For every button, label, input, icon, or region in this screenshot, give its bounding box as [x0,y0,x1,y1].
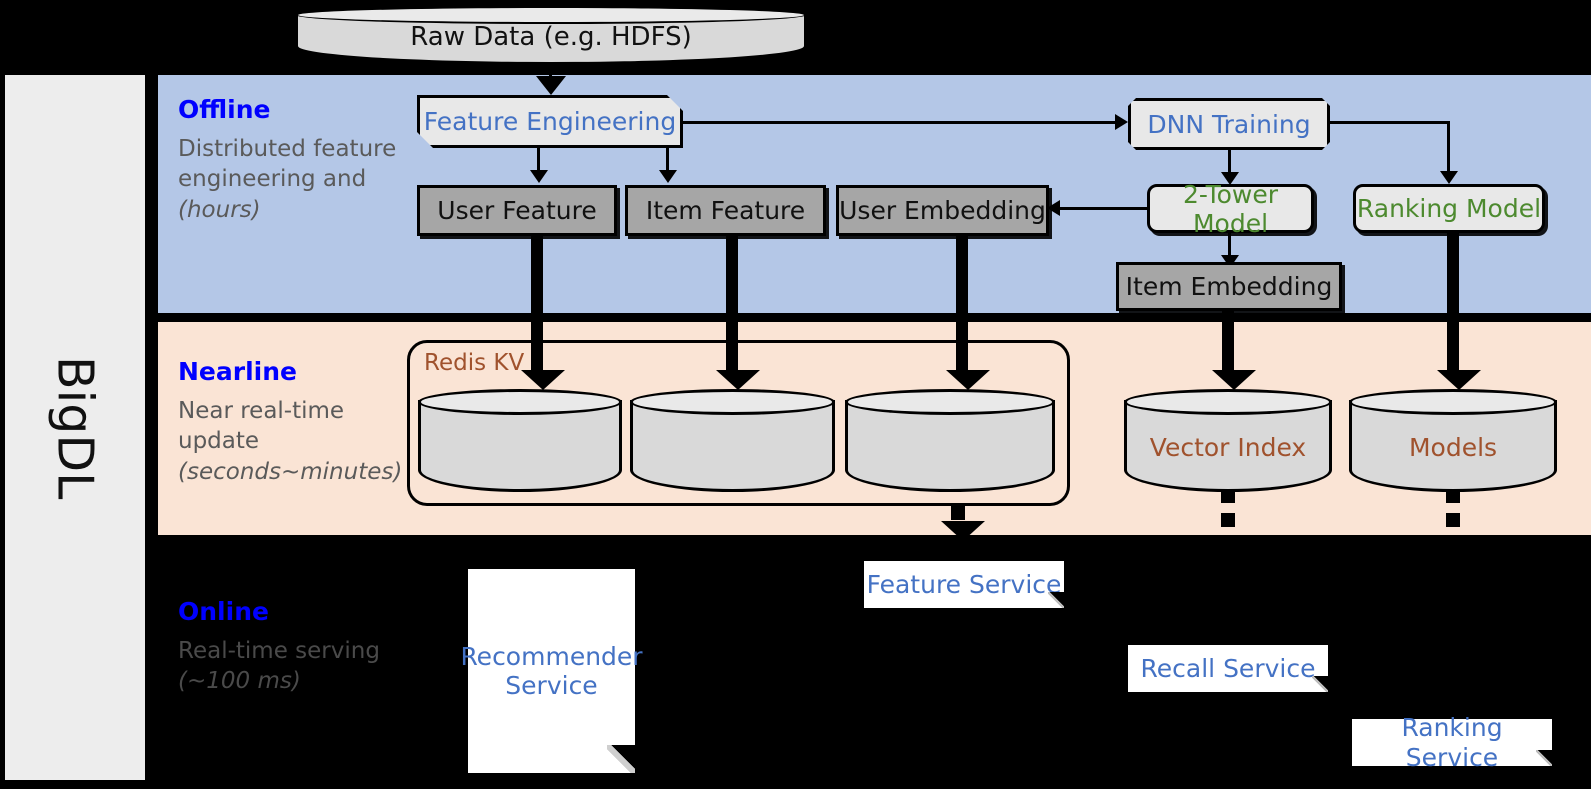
node-ranking-model[interactable]: Ranking Model [1353,184,1545,233]
arrowhead-itemfeature-store [716,370,760,390]
store-user-embedding-label [845,403,1055,492]
store-vector-index-top [1124,389,1332,415]
node-user-feature[interactable]: User Feature [417,185,617,236]
service-feature-label: Feature Service [866,569,1062,599]
arrowhead-fe-dnn [1115,114,1128,130]
store-vector-index-label: Vector Index [1149,433,1307,462]
arrowhead-dnn-twotower [1221,172,1239,185]
band-desc-online-text: Real-time serving [178,637,380,664]
connector-fe-itemfeature [666,148,669,173]
redis-kv-label: Redis KV [424,350,525,376]
store-user-feature-label [418,403,622,492]
connector-rawdata-fe [549,62,552,82]
node-user-feature-label: User Feature [437,196,597,225]
band-desc-online-latency: (~100 ms) [178,668,301,695]
store-models: Models [1349,389,1557,492]
bigdl-framework-panel: BigDL [5,75,145,780]
dash-vectorindex-recall-1 [1221,489,1235,503]
band-desc-nearline: Near real-time update (seconds~minutes) [178,396,408,488]
arrowhead-rankingmodel-models [1437,370,1481,390]
page-fold-icon [607,745,635,773]
raw-data-cylinder-top [296,6,806,24]
service-feature[interactable]: Feature Service [864,561,1064,608]
raw-data-label: Raw Data (e.g. HDFS) [410,22,692,52]
service-recommender-line2: Service [505,671,598,700]
band-desc-offline-text: Distributed feature engineering and [178,135,397,193]
store-user-feature-top [418,389,622,415]
node-ranking-model-label: Ranking Model [1356,194,1542,223]
service-recall-label: Recall Service [1140,653,1316,683]
band-desc-offline: Distributed feature engineering and (hou… [178,134,408,226]
node-feature-engineering-label: Feature Engineering [423,107,677,136]
band-title-offline: Offline [178,95,271,124]
band-desc-offline-latency: (hours) [178,196,261,223]
store-vector-index: Vector Index [1124,389,1332,492]
service-ranking-label: Ranking Service [1401,713,1503,772]
arrowhead-fe-userfeature [530,170,548,183]
node-dnn-training[interactable]: DNN Training [1128,98,1330,150]
page-fold-icon [1536,750,1552,766]
connector-fe-dnn [683,121,1119,124]
dash-models-ranking-2 [1446,513,1460,527]
dash-models-ranking-1 [1446,489,1460,503]
store-item-feature [630,389,835,492]
arrowhead-userembedding-store [946,370,990,390]
service-ranking[interactable]: Ranking Service [1352,713,1552,772]
store-user-embedding-body [845,400,1055,492]
store-user-feature-body [418,400,622,492]
dash-redis-featureservice-1 [951,506,965,520]
band-label-offline: Offline Distributed feature engineering … [178,96,408,225]
store-models-label: Models [1408,433,1498,462]
arrowhead-fe-itemfeature [659,170,677,183]
store-user-embedding [845,389,1055,492]
node-feature-engineering[interactable]: Feature Engineering [417,95,683,148]
arrowhead-rawdata-fe [536,76,566,95]
node-dnn-training-label: DNN Training [1147,109,1311,139]
arrowhead-userfeature-store [521,370,565,390]
connector-dnn-ranking-v [1447,121,1450,173]
band-title-nearline: Nearline [178,357,297,386]
store-user-embedding-top [845,389,1055,415]
node-item-embedding-label: Item Embedding [1125,272,1333,301]
connector-dnn-ranking-h [1327,121,1450,124]
band-title-online: Online [178,597,269,626]
node-item-embedding[interactable]: Item Embedding [1116,262,1342,311]
band-label-nearline: Nearline Near real-time update (seconds~… [178,358,408,487]
connector-twotower-userembedding [1060,207,1150,210]
page-fold-icon [1048,592,1064,608]
band-label-online: Online Real-time serving (~100 ms) [178,598,408,697]
node-item-feature-label: Item Feature [645,196,806,225]
connector-twotower-itemembedding [1228,233,1231,258]
bigdl-label: BigDL [46,355,104,500]
arrowhead-twotower-userembedding [1047,200,1060,216]
node-user-embedding-label: User Embedding [839,196,1046,225]
connector-dnn-twotower [1228,150,1231,176]
band-desc-nearline-text: Near real-time update [178,397,345,455]
node-item-feature[interactable]: Item Feature [625,185,826,236]
store-item-feature-label [630,403,835,492]
pipe-itemembedding-vectorindex [1222,311,1234,379]
dash-vectorindex-recall-2 [1221,513,1235,527]
arrowhead-redis-featureservice [941,521,985,541]
page-fold-icon [1312,676,1328,692]
band-desc-online: Real-time serving (~100 ms) [178,636,408,697]
node-two-tower-model-label: 2-Tower Model [1182,179,1279,238]
pipe-rankingmodel-models [1447,233,1459,379]
store-user-feature [418,389,622,492]
node-two-tower-model[interactable]: 2-Tower Model [1147,180,1314,238]
service-recommender-line1: Recommender [460,641,643,671]
service-recall[interactable]: Recall Service [1128,645,1328,692]
band-desc-nearline-latency: (seconds~minutes) [178,458,403,485]
connector-fe-userfeature [537,148,540,173]
redis-kv-container [407,340,1070,506]
raw-data-store: Raw Data (e.g. HDFS) [296,6,806,64]
node-user-embedding[interactable]: User Embedding [836,185,1049,236]
service-recommender[interactable]: Recommender Service [460,569,643,773]
store-item-feature-top [630,389,835,415]
arrowhead-itemembedding-vectorindex [1212,370,1256,390]
store-models-top [1349,389,1557,415]
arrowhead-dnn-ranking [1440,171,1458,184]
